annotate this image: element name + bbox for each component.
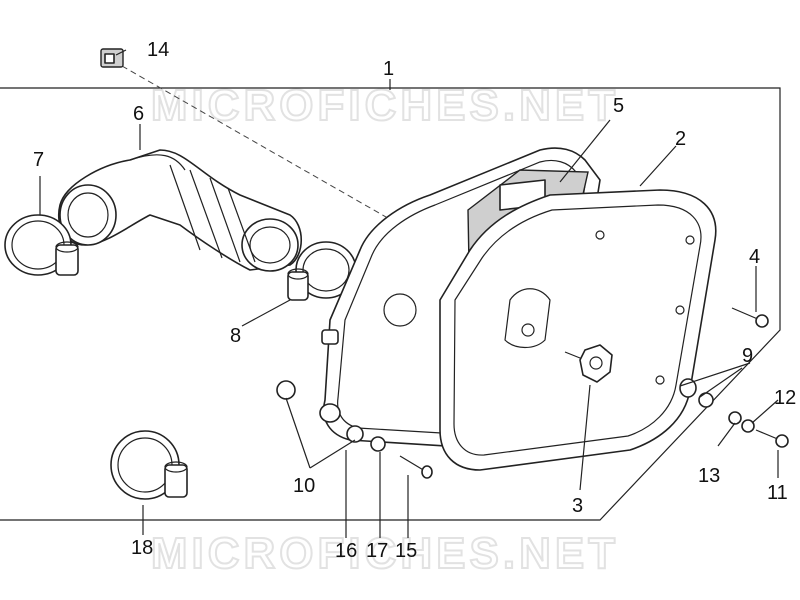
hose-clamp-part-18 — [110, 430, 188, 500]
screw-part-4 — [731, 307, 769, 328]
bushing-part-10 — [276, 380, 341, 423]
callout-1: 1 — [383, 58, 394, 80]
callout-6: 6 — [133, 103, 144, 125]
callout-13: 13 — [698, 465, 720, 487]
callout-18: 18 — [131, 537, 153, 559]
callout-15: 15 — [395, 540, 417, 562]
alignment-dashed-line — [121, 65, 401, 226]
leader-lines — [39, 49, 779, 538]
clip-nut-part-14 — [100, 48, 124, 68]
watermark-bottom: MICROFICHES.NET — [151, 529, 619, 578]
callout-11: 11 — [767, 482, 788, 504]
callout-12: 12 — [774, 387, 796, 409]
airbox-cover-part-2 — [439, 189, 717, 471]
callout-4: 4 — [749, 246, 760, 268]
washer-part-16 — [346, 425, 364, 443]
callout-7: 7 — [33, 149, 44, 171]
callout-14: 14 — [147, 39, 169, 61]
callout-10: 10 — [293, 475, 315, 497]
callout-17: 17 — [366, 540, 388, 562]
callout-5: 5 — [613, 95, 624, 117]
callout-16: 16 — [335, 540, 357, 562]
hose-clamp-part-7 — [4, 214, 79, 276]
bolt-part-11 — [755, 429, 789, 448]
callout-9: 9 — [742, 345, 753, 367]
knob-screw-part-3 — [564, 344, 613, 383]
assembly-frame — [0, 87, 781, 521]
hose-clamp-part-8 — [287, 241, 357, 301]
bolt-part-15 — [399, 455, 433, 479]
callout-3: 3 — [572, 495, 583, 517]
intake-duct-part-6 — [58, 149, 302, 272]
callout-2: 2 — [675, 128, 686, 150]
callout-8: 8 — [230, 325, 241, 347]
washer-part-13 — [728, 411, 742, 425]
washer-part-12 — [741, 419, 755, 433]
washer-part-17 — [370, 436, 386, 452]
